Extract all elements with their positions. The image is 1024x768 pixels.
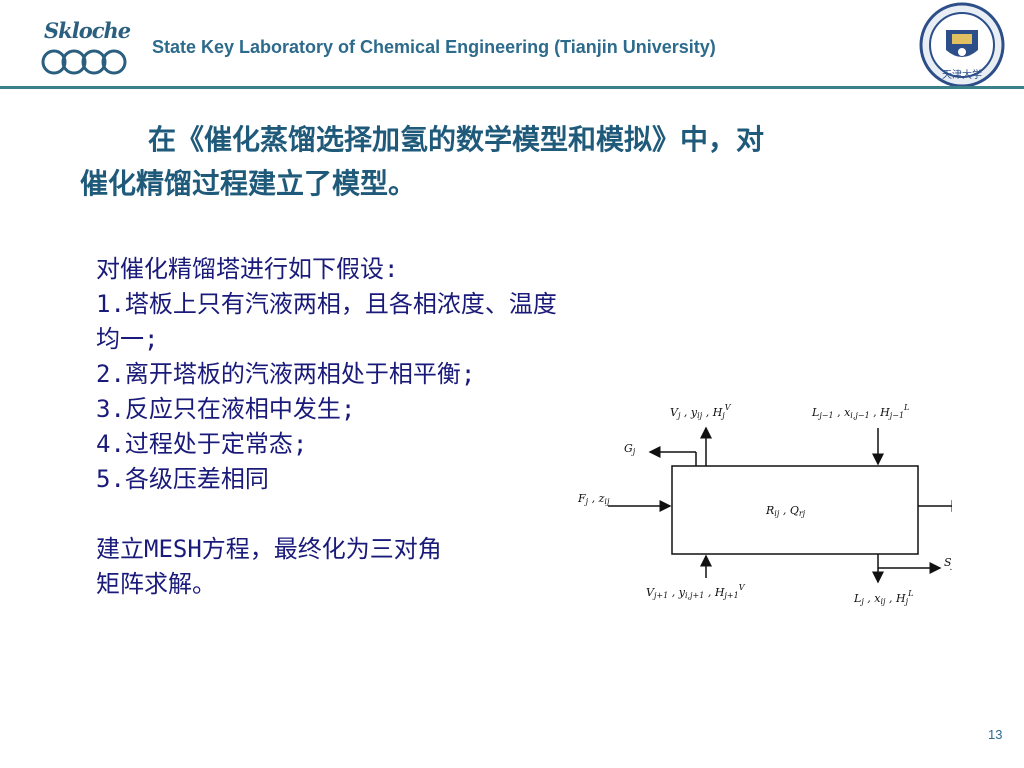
header-divider: [0, 86, 1024, 89]
page-number: 13: [988, 727, 1003, 742]
stage-box: [671, 465, 919, 555]
label-feed: Fj , zij: [577, 492, 610, 506]
stage-model-diagram: Vj , yij , HjV Lj−1 , xi,j−1 , Hj−1L Gj …: [568, 398, 978, 608]
label-top-left: Vj , yij , HjV: [670, 403, 732, 420]
tianjin-university-seal: 天津大学: [916, 2, 1008, 88]
logo-rings-icon: [41, 49, 127, 75]
intro-paragraph: 在《催化蒸馏选择加氢的数学模型和模拟》中，对 催化精馏过程建立了模型。: [80, 118, 950, 206]
assumption-item: 2.离开塔板的汽液两相处于相平衡;: [96, 360, 476, 388]
assumption-item: 均一;: [96, 325, 159, 353]
label-center: Rij , Qrj: [765, 504, 806, 518]
assumption-item: 1.塔板上只有汽液两相，且各相浓度、温度: [96, 290, 557, 318]
conclusion-line-2: 矩阵求解。: [96, 570, 216, 598]
stage-diagram-svg: Vj , yij , HjV Lj−1 , xi,j−1 , Hj−1L Gj …: [577, 403, 978, 606]
skloche-logo: Skloche: [36, 18, 132, 82]
lab-name: State Key Laboratory of Chemical Enginee…: [152, 37, 716, 57]
label-bottom-right: Lj , xij , HjL: [853, 589, 913, 606]
label-bottom-left: Vj+1 , yi,j+1 , Hj+1V: [646, 583, 746, 600]
logo-script-text: Skloche: [44, 18, 131, 43]
label-top-right: Lj−1 , xi,j−1 , Hj−1L: [811, 403, 909, 420]
assumptions-heading: 对催化精馏塔进行如下假设:: [96, 255, 399, 283]
conclusion-line-1: 建立MESH方程，最终化为三对角: [96, 535, 442, 563]
assumption-item: 5.各级压差相同: [96, 465, 269, 493]
label-side-vapor: Gj: [624, 442, 636, 456]
assumptions-block: 对催化精馏塔进行如下假设: 1.塔板上只有汽液两相，且各相浓度、温度 均一; 2…: [96, 252, 768, 602]
intro-line-1: 在《催化蒸馏选择加氢的数学模型和模拟》中，对: [148, 123, 765, 156]
intro-line-2: 催化精馏过程建立了模型。: [80, 167, 417, 200]
slide-header: Skloche State Key Laboratory of Chemical…: [0, 0, 1024, 92]
university-seal-icon: 天津大学: [919, 2, 1005, 88]
svg-text:天津大学: 天津大学: [942, 68, 982, 81]
assumption-item: 3.反应只在液相中发生;: [96, 395, 356, 423]
assumption-item: 4.过程处于定常态;: [96, 430, 308, 458]
label-side-liquid: Sj: [944, 556, 952, 570]
